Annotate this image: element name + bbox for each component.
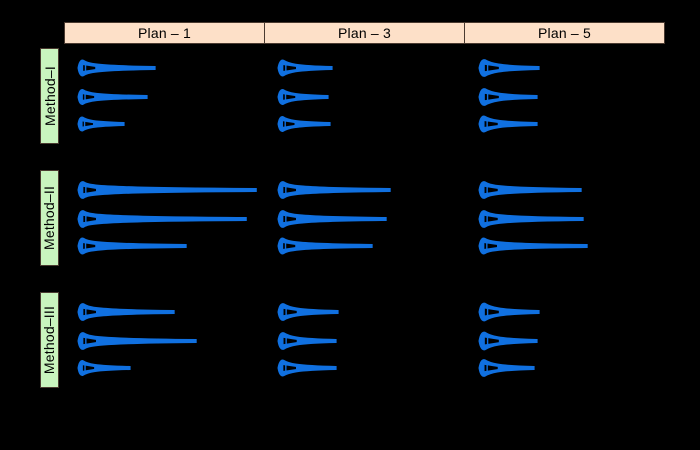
violin-group [277, 59, 333, 132]
column-strip-label: Plan – 3 [338, 25, 391, 41]
panel-method-iii-plan-1 [64, 292, 264, 388]
panel-method-i-plan-5 [465, 48, 665, 144]
violin-density-outline [277, 59, 333, 77]
violin-group [277, 303, 339, 377]
column-strip-row: Plan – 1 Plan – 3 Plan – 5 [64, 22, 665, 44]
column-strip-plan-1: Plan – 1 [64, 22, 265, 44]
violin-group [277, 181, 392, 255]
violin-density-outline [277, 210, 388, 228]
panel-row-method-iii [64, 292, 665, 388]
violin-density-outline [77, 181, 257, 199]
violin-density-outline [277, 89, 329, 105]
panel-method-ii-plan-5 [465, 170, 665, 266]
column-strip-label: Plan – 1 [138, 25, 191, 41]
row-strip-method-i: Method–I [40, 48, 59, 144]
violin-density-outline [478, 210, 584, 228]
panel-method-iii-plan-3 [264, 292, 464, 388]
violin-group [77, 59, 156, 132]
violin-density-outline [478, 237, 588, 255]
violin-group [77, 181, 257, 255]
violin-group [478, 302, 540, 377]
panel-method-ii-plan-3 [264, 170, 464, 266]
violin-density-outline [478, 359, 535, 377]
violin-density-outline [77, 116, 125, 132]
violin-density-outline [478, 88, 538, 106]
panel-method-iii-plan-5 [465, 292, 665, 388]
column-strip-plan-3: Plan – 3 [264, 22, 465, 44]
violin-density-outline [478, 181, 582, 199]
violin-group [478, 181, 588, 255]
row-strip-label: Method–II [41, 185, 58, 251]
violin-density-outline [77, 59, 156, 77]
violin-density-outline [277, 116, 331, 132]
panel-method-ii-plan-1 [64, 170, 264, 266]
row-strip-method-ii: Method–II [40, 170, 59, 266]
violin-density-outline [277, 359, 337, 377]
violin-density-outline [277, 332, 337, 350]
column-strip-label: Plan – 5 [538, 25, 591, 41]
violin-density-outline [277, 237, 373, 255]
violin-density-outline [77, 332, 197, 350]
violin-density-outline [478, 331, 538, 351]
violin-group [77, 303, 197, 376]
panel-method-i-plan-3 [264, 48, 464, 144]
violin-group [478, 59, 540, 133]
violin-density-outline [277, 303, 339, 321]
panel-method-i-plan-1 [64, 48, 264, 144]
panel-row-method-ii [64, 170, 665, 266]
row-strip-label: Method–I [41, 66, 58, 126]
violin-density-outline [478, 59, 540, 77]
violin-density-outline [277, 181, 392, 199]
column-strip-plan-5: Plan – 5 [464, 22, 665, 44]
violin-density-outline [77, 210, 247, 228]
violin-density-outline [77, 303, 175, 321]
row-strip-method-iii: Method–III [40, 292, 59, 388]
violin-density-outline [478, 115, 538, 133]
violin-density-outline [478, 302, 540, 322]
row-strip-label: Method–III [41, 305, 58, 375]
violin-density-outline [77, 360, 131, 376]
violin-density-outline [77, 237, 187, 255]
panel-row-method-i [64, 48, 665, 144]
violin-density-outline [77, 89, 148, 105]
